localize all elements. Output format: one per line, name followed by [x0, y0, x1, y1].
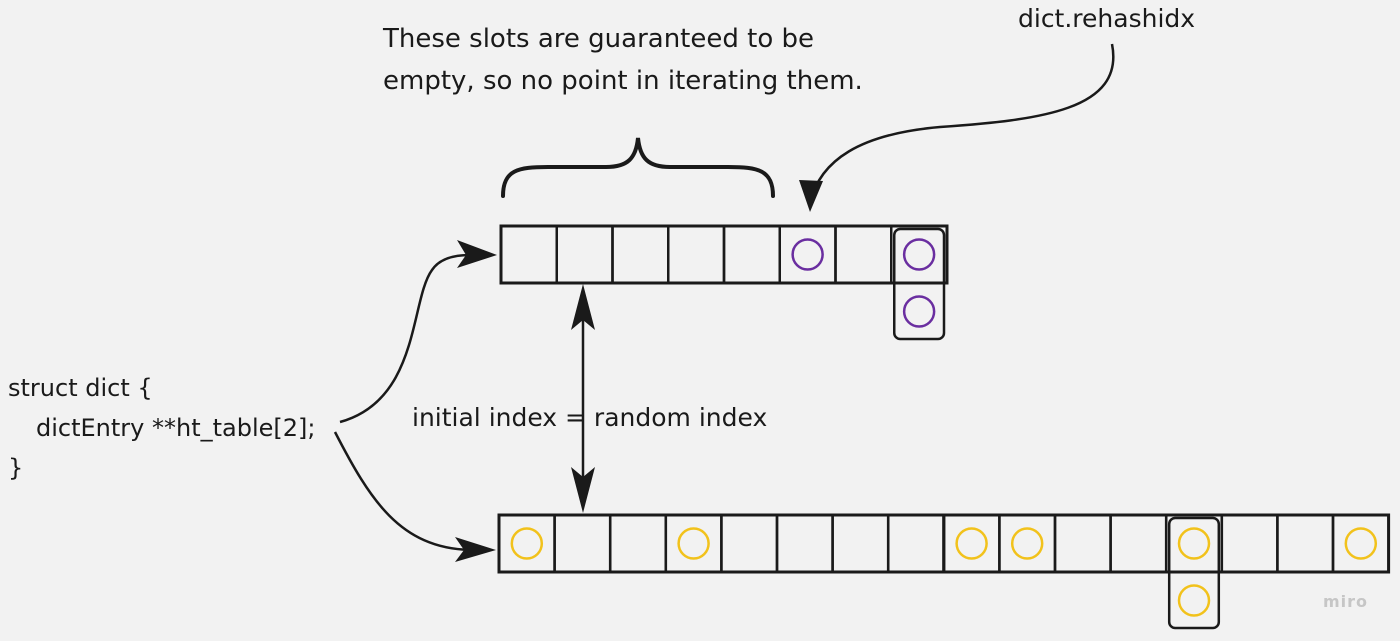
initial-index-arrowhead-up [571, 284, 595, 330]
bucket-slot [886, 513, 946, 574]
bucket-slot [1220, 513, 1279, 574]
bucket-slot [497, 513, 556, 574]
bucket-slot [1276, 513, 1335, 574]
code-line-3: } [8, 454, 24, 482]
dict-entry [955, 527, 988, 560]
dict-entry [677, 527, 710, 560]
initial-index-label: initial index = random index [412, 403, 768, 432]
bucket-slot [942, 513, 1001, 574]
bucket-slot [720, 513, 779, 574]
bucket-slot [1109, 513, 1168, 574]
hash-table-1 [497, 513, 1391, 630]
rehashidx-arrowhead [799, 180, 823, 212]
dict-entry [791, 238, 824, 271]
dict-entry [1344, 527, 1378, 560]
rehashidx-label: dict.rehashidx [1018, 4, 1196, 33]
dict-entry [1177, 584, 1211, 617]
ht-table-0-arrowhead [457, 240, 497, 268]
bucket-slot [775, 513, 834, 574]
bucket-slot [1053, 513, 1112, 574]
bucket-slot [831, 513, 890, 574]
bucket-slot [611, 224, 670, 285]
bucket-slot [998, 513, 1057, 574]
annotation-empty-slots: These slots are guaranteed to be empty, … [383, 18, 863, 102]
miro-watermark: miro [1323, 592, 1369, 611]
bucket-slot [608, 513, 668, 574]
rehashidx-arrow [808, 43, 1115, 204]
bucket-slot [778, 224, 837, 285]
bucket-slot [553, 513, 612, 574]
bucket-slot [555, 224, 614, 285]
initial-index-arrowhead-down [571, 467, 595, 513]
dict-entry [902, 238, 936, 271]
annotation-line-2: empty, so no point in iterating them. [383, 66, 863, 96]
bucket-slot [890, 224, 949, 285]
empty-slots-brace [501, 137, 775, 198]
dict-entry [1010, 527, 1044, 560]
bucket-slot [667, 224, 726, 285]
collision-chain [1167, 516, 1221, 630]
dict-entry [902, 295, 936, 328]
table-frame-right [942, 513, 1391, 574]
bucket-slot [1164, 513, 1224, 574]
table-frame [499, 224, 949, 285]
bucket-slot [834, 224, 893, 285]
annotation-line-1: These slots are guaranteed to be [383, 24, 814, 54]
dict-entry [1177, 527, 1211, 560]
code-line-1: struct dict { [8, 374, 153, 402]
bucket-slot [1331, 513, 1390, 574]
ht-table-1-arrowhead [455, 537, 496, 562]
bucket-slot [722, 224, 781, 285]
struct-dict-code: struct dict { dictEntry **ht_table[2]; } [8, 368, 315, 488]
bucket-slot [499, 224, 558, 285]
code-line-2: dictEntry **ht_table[2]; [36, 414, 316, 442]
dict-entry [510, 527, 544, 560]
collision-chain [893, 227, 946, 341]
ht-table-0-arrow [339, 253, 471, 424]
ht-table-1-arrow [333, 431, 471, 552]
hash-table-0 [499, 224, 949, 341]
bucket-slot [664, 513, 723, 574]
